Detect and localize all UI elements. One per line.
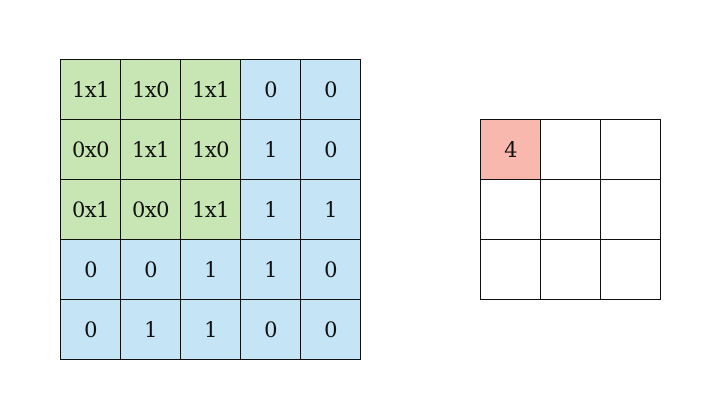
input-cell: 0 [301,240,361,300]
output-cell [481,180,541,240]
input-cell: 0 [241,60,301,120]
input-cell: 0 [61,240,121,300]
kernel-overlap-cell: 1x0 [121,60,181,120]
input-cell: 0 [61,300,121,360]
kernel-overlap-cell: 1x0 [181,120,241,180]
input-cell: 1 [241,240,301,300]
output-cell [601,180,661,240]
input-cell: 1 [181,300,241,360]
output-cell [601,240,661,300]
output-cell-computed: 4 [481,120,541,180]
output-cell [541,240,601,300]
input-cell: 1 [181,240,241,300]
kernel-overlap-cell: 0x0 [121,180,181,240]
output-cell [481,240,541,300]
input-cell: 1 [301,180,361,240]
kernel-overlap-cell: 0x1 [61,180,121,240]
kernel-overlap-cell: 1x1 [181,60,241,120]
input-cell: 1 [241,180,301,240]
output-cell [601,120,661,180]
kernel-overlap-cell: 1x1 [181,180,241,240]
input-cell: 0 [121,240,181,300]
output-cell [541,120,601,180]
input-cell: 0 [301,300,361,360]
output-matrix: 4 [480,119,661,300]
kernel-overlap-cell: 1x1 [121,120,181,180]
kernel-overlap-cell: 0x0 [61,120,121,180]
input-cell: 0 [301,120,361,180]
input-cell: 1 [121,300,181,360]
kernel-overlap-cell: 1x1 [61,60,121,120]
input-cell: 0 [241,300,301,360]
input-cell: 0 [301,60,361,120]
input-cell: 1 [241,120,301,180]
output-cell [541,180,601,240]
